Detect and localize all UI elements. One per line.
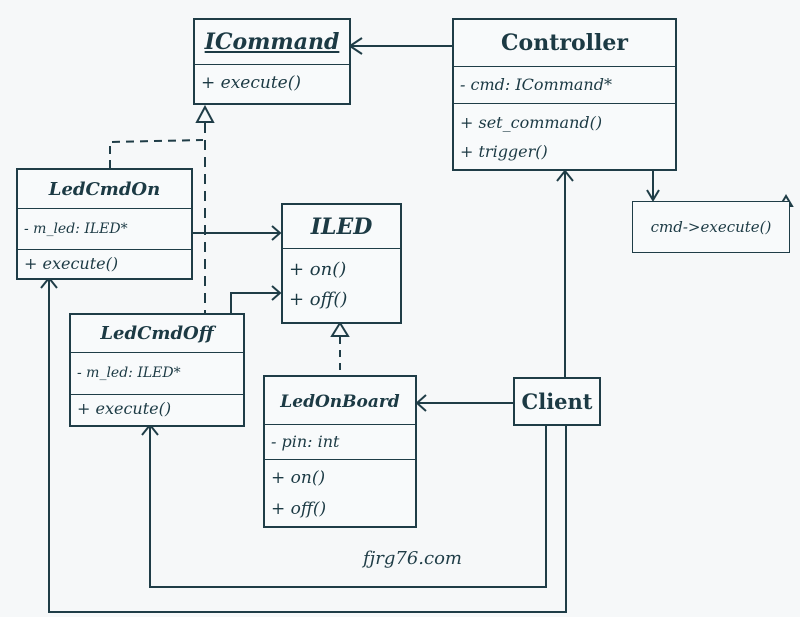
arrowhead-ledonboard [415, 394, 427, 412]
attribute: - m_led: ILED* [24, 221, 128, 237]
arrowhead-iled-1 [271, 225, 282, 241]
attributes-section: - cmd: ICommand* [454, 67, 675, 104]
attribute: - m_led: ILED* [77, 365, 181, 381]
class-iled: ILED + on() + off() [281, 203, 402, 324]
methods-section: + execute() [195, 65, 349, 103]
method: + execute() [24, 254, 119, 273]
arrowhead-iled-2 [271, 285, 282, 301]
class-name: Client [521, 389, 593, 414]
method: + trigger() [460, 142, 548, 161]
attributes-section: - pin: int [265, 425, 415, 460]
class-icommand: ICommand + execute() [193, 18, 351, 105]
class-name: Controller [454, 20, 675, 67]
method: + off() [271, 499, 327, 519]
client-to-ledcmdon-line [48, 278, 567, 613]
class-client: Client [513, 377, 601, 426]
method: + execute() [77, 399, 172, 418]
method: + off() [289, 289, 348, 310]
note-box: cmd->execute() [632, 201, 790, 253]
class-name: LedCmdOff [71, 315, 243, 353]
attribute: - pin: int [271, 432, 340, 451]
ledcmdoff-to-iled-line [230, 292, 280, 313]
methods-section: + execute() [71, 395, 243, 425]
attribute: - cmd: ICommand* [460, 75, 612, 94]
watermark: fjrg76.com [363, 548, 462, 569]
class-name: ICommand [195, 20, 349, 65]
class-ledcmdon: LedCmdOn - m_led: ILED* + execute() [16, 168, 193, 280]
attributes-section: - m_led: ILED* [18, 209, 191, 250]
client-to-ledcmdoff-line [149, 425, 547, 588]
arrowhead-note [646, 189, 660, 202]
note-text: cmd->execute() [650, 218, 772, 236]
method: + set_command() [460, 113, 603, 132]
realization-triangle-icommand [195, 104, 215, 123]
methods-section: + on() + off() [265, 460, 415, 526]
method: + on() [289, 259, 347, 280]
arrowhead-controller [556, 169, 574, 182]
class-controller: Controller - cmd: ICommand* + set_comman… [452, 18, 677, 171]
class-name: LedOnBoard [265, 377, 415, 425]
method: + execute() [201, 73, 301, 93]
methods-section: + execute() [18, 250, 191, 280]
class-name: LedCmdOn [18, 170, 191, 209]
methods-section: + on() + off() [283, 249, 400, 322]
methods-section: + set_command() + trigger() [454, 104, 675, 169]
attributes-section: - m_led: ILED* [71, 353, 243, 395]
class-name: ILED [283, 205, 400, 249]
class-ledcmdoff: LedCmdOff - m_led: ILED* + execute() [69, 313, 245, 427]
ledcmdon-to-icommand-dashed [109, 139, 204, 168]
method: + on() [271, 468, 326, 488]
class-ledonboard: LedOnBoard - pin: int + on() + off() [263, 375, 417, 528]
realization-triangle-iled [330, 321, 350, 337]
